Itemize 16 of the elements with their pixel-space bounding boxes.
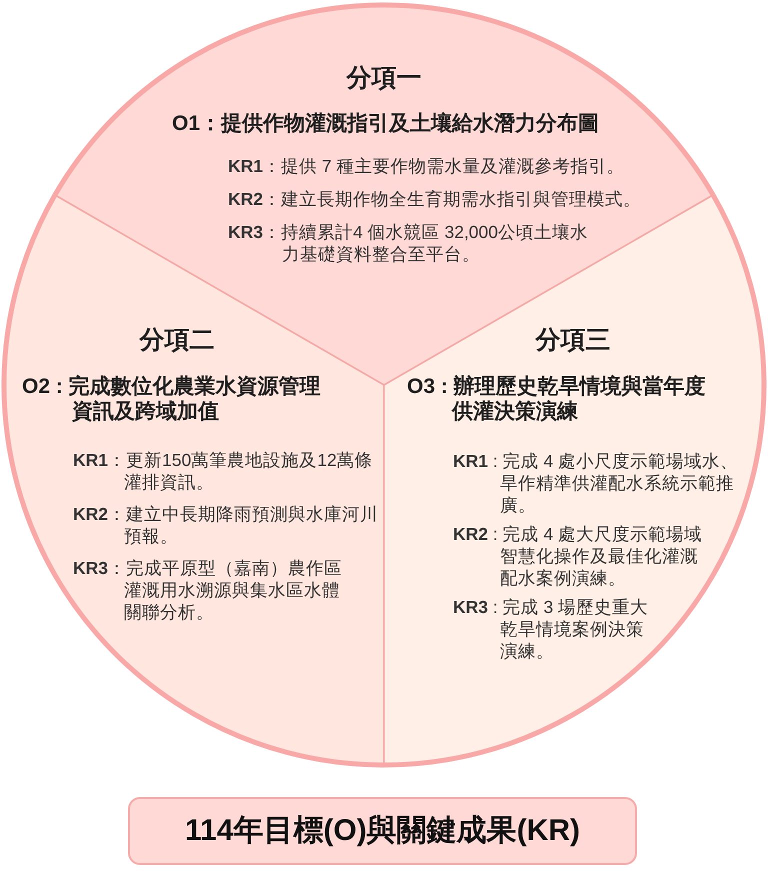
- key-result-text: KR1：提供 7 種主要作物需水量及灌溉參考指引。: [228, 155, 626, 177]
- objective-text: O3 : 辦理歷史乾旱情境與當年度供灌決策演練: [407, 374, 707, 424]
- section-heading: 分項一: [346, 63, 422, 93]
- objective-text: O2 : 完成數位化農業水資源管理資訊及跨域加值: [22, 374, 322, 424]
- key-result-text: KR1 : 完成 4 處小尺度示範場域水、旱作精準供灌配水系統示範推廣。: [453, 450, 740, 516]
- key-result-text: KR3：完成平原型（嘉南）農作區灌溉用水溯源與集水區水體關聯分析。: [73, 557, 343, 623]
- key-result-text: KR2：建立中長期降雨預測與水庫河川預報。: [73, 503, 380, 547]
- key-result-text: KR2：建立長期作物全生育期需水指引與管理模式。: [228, 188, 642, 210]
- key-result-text: KR1：更新150萬筆農地設施及12萬條灌排資訊。: [73, 449, 374, 493]
- section-heading: 分項二: [140, 325, 214, 355]
- key-result-text: KR2 : 完成 4 處大尺度示範場域智慧化操作及最佳化灌溉配水案例演練。: [453, 523, 704, 589]
- key-result-text: KR3：持續累計4 個水競區 32,000公頃土壤水力基礎資料整合至平台。: [228, 221, 589, 265]
- objective-text: O1：提供作物灌溉指引及土壤給水潛力分布圖: [172, 111, 600, 136]
- title-banner: 114年目標(O)與關鍵成果(KR): [128, 797, 637, 865]
- section-heading: 分項三: [536, 325, 610, 355]
- key-result-text: KR3 : 完成 3 場歷史重大乾旱情境案例決策演練。: [453, 596, 650, 662]
